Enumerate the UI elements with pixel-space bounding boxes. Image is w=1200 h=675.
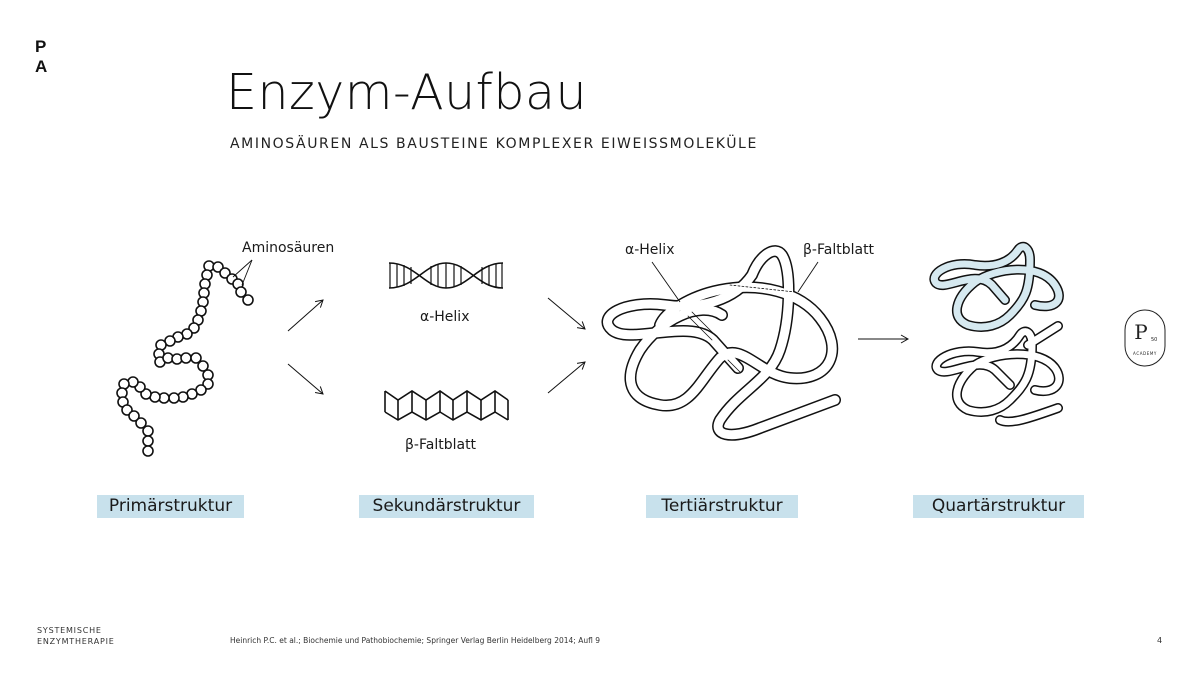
aminosaeuren-pointer-lines [232,259,253,286]
stage-label-secondary: Sekundärstruktur [359,495,534,518]
tertiary-pointer-lines [651,261,819,303]
tertiary-structure-tube [601,245,841,441]
label-tertiary-beta-sheet: β-Faltblatt [803,242,875,258]
page-number: 4 [1157,636,1163,645]
beta-sheet-icon [384,390,509,421]
page-subtitle: AMINOSÄUREN ALS BAUSTEINE KOMPLEXER EIWE… [230,136,758,152]
footer-brand: SYSTEMISCHE ENZYMTHERAPIE [37,625,115,647]
quaternary-structure-tubes [929,241,1064,427]
alpha-helix-icon [388,262,504,289]
arrows-primary-to-secondary [287,299,324,395]
label-aminosaeuren: Aminosäuren [242,240,335,256]
logo-letter-a: A [35,57,48,76]
logo-letter-p: P [35,37,47,56]
stage-label-tertiary: Tertiärstruktur [646,495,798,518]
page-title: Enzym-Aufbau [226,64,588,121]
label-tertiary-alpha-helix: α-Helix [625,242,675,258]
p50-academy-badge-icon: P 50 ACADEMY [1124,309,1166,367]
footer-citation: Heinrich P.C. et al.; Biochemie und Path… [230,636,600,645]
stage-label-primary: Primärstruktur [97,495,244,518]
label-secondary-beta-sheet: β-Faltblatt [405,437,477,453]
badge-number: 50 [1151,337,1157,343]
stage-label-quaternary: Quartärstruktur [913,495,1084,518]
footer-brand-line1: SYSTEMISCHE [37,626,102,635]
label-secondary-alpha-helix: α-Helix [420,309,470,325]
arrows-secondary-to-tertiary [547,297,586,394]
pa-logo: P A [35,37,47,77]
primary-structure-chain [116,260,254,457]
badge-text: ACADEMY [1133,351,1157,356]
badge-letter: P [1134,320,1147,344]
footer-brand-line2: ENZYMTHERAPIE [37,637,115,646]
